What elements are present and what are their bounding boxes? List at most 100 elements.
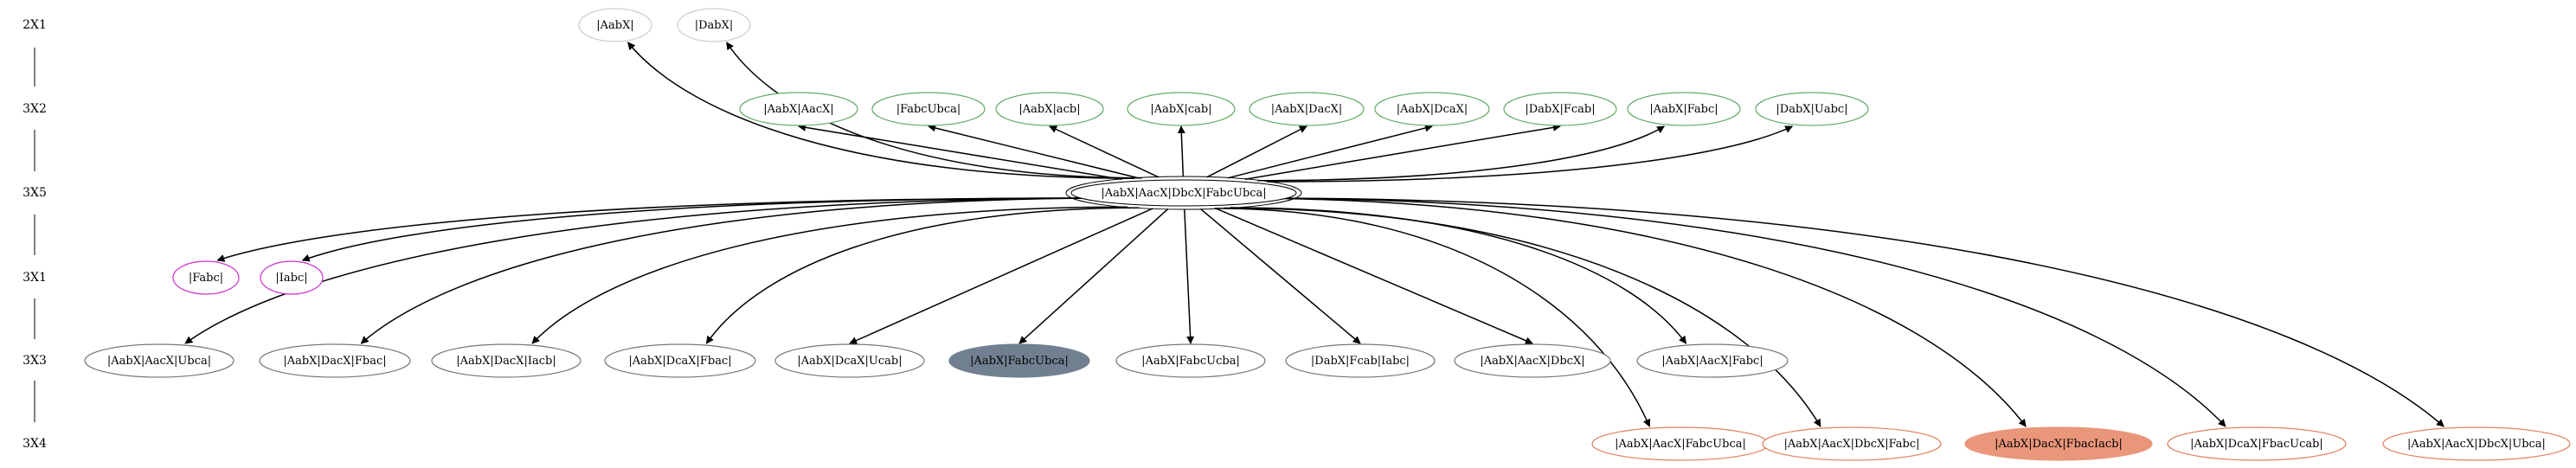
rank-label: 2X1 xyxy=(22,18,47,32)
graph-node[interactable]: |AabX|DacX| xyxy=(1249,92,1365,126)
graph-node[interactable]: |AabX|DcaX|Ucab| xyxy=(774,343,925,378)
graph-node[interactable]: |AabX|DcaX| xyxy=(1374,92,1490,126)
graph-node[interactable]: |AabX|FabcUbca| xyxy=(948,343,1090,378)
node-shape xyxy=(1755,92,1869,126)
graph-node[interactable]: |AabX|AacX|DbcX|Ubca| xyxy=(2382,426,2571,461)
edge-center-to-r5n10 xyxy=(1230,207,1687,344)
node-label: |AabX| xyxy=(596,19,633,32)
node-shape xyxy=(578,8,652,42)
graph-node[interactable]: |AabX|AacX| xyxy=(739,92,858,126)
center-node-outer-ring xyxy=(1065,176,1302,210)
node-label: |AabX|AacX|DbcX| xyxy=(1480,355,1584,368)
edge-center-to-r2n1 xyxy=(798,123,1122,181)
graph-node[interactable]: |AabX|DcaX|Fbac| xyxy=(604,343,756,378)
node-label: |FabcUbca| xyxy=(896,103,961,116)
graph-node[interactable]: |AabX|DcaX|FbacUcab| xyxy=(2167,426,2347,461)
graph-node[interactable]: |AabX|DacX|Fbac| xyxy=(259,343,411,378)
node-shape xyxy=(774,343,925,378)
node-label: |AabX|DacX|Fbac| xyxy=(283,355,386,368)
rank-label: 3X3 xyxy=(22,354,47,368)
graph-node[interactable]: |AabX|Fabc| xyxy=(1627,92,1741,126)
node-label: |AabX|AacX|DbcX|Ubca| xyxy=(2407,438,2546,451)
edge-center-to-r5n4 xyxy=(705,207,1140,344)
node-label: |AabX|DcaX| xyxy=(1397,103,1468,116)
node-shape xyxy=(1374,92,1490,126)
edge-center-to-r2n5 xyxy=(1206,125,1307,178)
graph-node[interactable]: |AabX|AacX|FabcUbca| xyxy=(1591,426,1770,461)
graph-node[interactable]: |DabX|Fcab| xyxy=(1503,92,1617,126)
node-label: |AabX|DacX|Iacb| xyxy=(456,355,556,368)
node-label: |Fabc| xyxy=(189,272,223,285)
node-label: |AabX|DcaX|FbacUcab| xyxy=(2190,438,2323,451)
graph-node[interactable]: |AabX|cab| xyxy=(1127,92,1236,126)
edge-center-to-r5n7 xyxy=(1184,208,1195,344)
node-shape xyxy=(2167,426,2347,461)
node-shape xyxy=(259,343,411,378)
graph-node[interactable]: |AabX|acb| xyxy=(995,92,1104,126)
node-label: |DabX| xyxy=(695,19,734,32)
node-label: |AabX|acb| xyxy=(1018,103,1080,116)
node-shape xyxy=(1454,343,1611,378)
node-label: |AabX|cab| xyxy=(1150,103,1211,116)
edge-center-to-r2n7 xyxy=(1244,123,1561,180)
edge-center-to-r5n5 xyxy=(849,208,1153,344)
node-label: |DabX|Fcab|Iabc| xyxy=(1311,355,1410,368)
graph-node[interactable]: |Fabc| xyxy=(172,260,240,295)
graph-node[interactable]: |DabX| xyxy=(677,8,751,42)
node-shape xyxy=(2382,426,2571,461)
graph-node[interactable]: |FabcUbca| xyxy=(871,92,986,126)
edge-center-to-r2n3 xyxy=(1049,125,1160,178)
edge-center-to-r5n8 xyxy=(1199,208,1361,344)
graph-node[interactable]: |DabX|Fcab|Iabc| xyxy=(1285,343,1436,378)
edge-center-to-r2n2 xyxy=(928,124,1140,179)
node-label: |AabX|DcaX|Fbac| xyxy=(628,355,731,368)
edge-center-to-r5n1 xyxy=(184,197,1109,344)
rank-axis: 2X1 3X2 3X5 3X1 3X3 3X4 xyxy=(22,18,47,451)
node-shape xyxy=(172,260,240,295)
node-shape xyxy=(1115,343,1266,378)
graph-node[interactable]: |AabX|FabcUcba| xyxy=(1115,343,1266,378)
node-label: |DabX|Fcab| xyxy=(1525,103,1595,116)
graph-node[interactable]: |Iabc| xyxy=(260,260,324,295)
node-label: |DabX|Uabc| xyxy=(1776,103,1847,116)
graph-node[interactable]: |AabX|AacX|Ubca| xyxy=(84,343,234,378)
graph-node[interactable]: |AabX|DacX|FbacIacb| xyxy=(1964,426,2153,461)
node-shape xyxy=(948,343,1090,378)
node-label: |AabX|DacX| xyxy=(1271,103,1343,116)
nodes: |AabX| |DabX| |AabX|AacX| |FabcUbca| |AabX|a… xyxy=(84,8,2571,461)
node-label: |AabX|AacX|DbcX|Fabc| xyxy=(1783,438,1919,451)
node-label: |Iabc| xyxy=(275,272,307,285)
node-shape xyxy=(1285,343,1436,378)
graph-node[interactable]: |AabX|AacX|DbcX| xyxy=(1454,343,1611,378)
center-node-label: |AabX|AacX|DbcX|FabcUbca| xyxy=(1101,187,1266,200)
center-node-inner-ring xyxy=(1070,179,1297,207)
graph-node[interactable]: |AabX|AacX|Fabc| xyxy=(1636,343,1789,378)
edge-center-to-r6n2 xyxy=(1224,207,1821,427)
node-shape xyxy=(1249,92,1365,126)
edge-center-to-r4n2 xyxy=(301,197,1089,262)
node-shape xyxy=(604,343,756,378)
rank-label: 3X5 xyxy=(22,186,47,200)
rank-label: 3X4 xyxy=(22,437,47,451)
node-shape xyxy=(739,92,858,126)
rank-label: 3X1 xyxy=(22,271,47,285)
node-shape xyxy=(84,343,234,378)
edge-center-to-r2n8 xyxy=(1257,125,1666,182)
node-shape xyxy=(1636,343,1789,378)
node-label: |AabX|Fabc| xyxy=(1649,103,1718,116)
graph-node[interactable]: |AabX| xyxy=(578,8,652,42)
graph-node[interactable]: |AabX|DacX|Iacb| xyxy=(431,343,581,378)
graph-node[interactable]: |AabX|AacX|DbcX|Fabc| xyxy=(1762,426,1942,461)
node-shape xyxy=(1627,92,1741,126)
edge-center-to-r6n4 xyxy=(1243,197,2226,427)
edge-center-to-r2n9 xyxy=(1267,125,1794,183)
center-node[interactable]: |AabX|AacX|DbcX|FabcUbca| xyxy=(1065,176,1302,210)
graph-node[interactable]: |DabX|Uabc| xyxy=(1755,92,1869,126)
node-label: |AabX|AacX|Ubca| xyxy=(107,355,211,368)
edge-center-to-r2n6 xyxy=(1227,124,1433,179)
node-label: |AabX|DcaX|Ucab| xyxy=(797,355,902,368)
edge-center-to-r6n3 xyxy=(1234,197,2027,427)
edge-center-to-r4n1 xyxy=(216,197,1086,262)
node-label: |AabX|AacX|FabcUbca| xyxy=(1615,438,1746,451)
